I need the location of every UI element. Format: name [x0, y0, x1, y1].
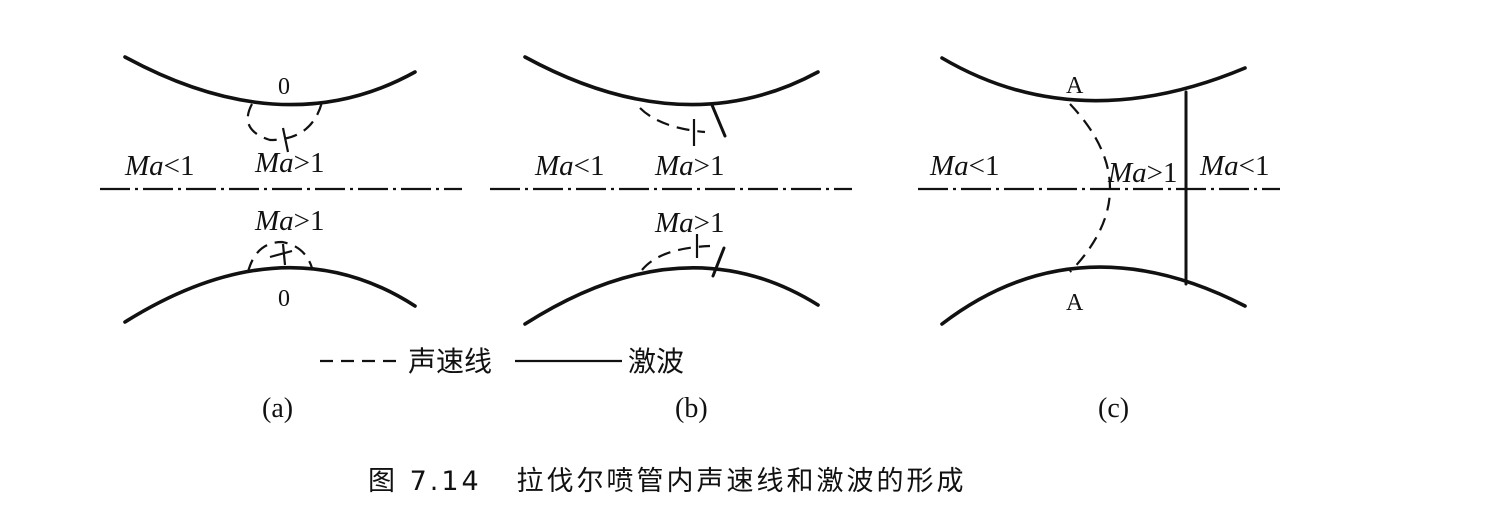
panel-a-top-point-label: 0	[278, 74, 290, 100]
panel-c-sublabel: (c)	[1098, 393, 1129, 424]
panel-a-upper-shock-mark	[281, 127, 290, 153]
panel-b-upper-wall	[523, 55, 820, 107]
legend-shock-label: 激波	[628, 345, 684, 378]
legend: 声速线 激波	[320, 345, 684, 378]
panel-c: A A Ma<1 Ma>1 Ma<1 (c)	[918, 56, 1280, 424]
panel-a-sublabel: (a)	[262, 393, 293, 424]
panel-c-region-right: Ma<1	[1199, 150, 1270, 182]
panel-b-region-lower: Ma>1	[654, 207, 725, 239]
figure-caption: 图 7.14 拉伐尔喷管内声速线和激波的形成	[368, 466, 966, 497]
panel-c-bottom-point-label: A	[1066, 290, 1084, 316]
panel-a-lower-wall	[123, 265, 417, 324]
panel-a-lower-shock-mark	[269, 243, 293, 266]
panel-a-upper-wall	[123, 55, 417, 107]
panel-c-sonic-line	[1069, 103, 1111, 273]
panel-c-region-middle: Ma>1	[1107, 157, 1178, 189]
panel-b-sublabel: (b)	[675, 393, 708, 424]
legend-sonic-line-label: 声速线	[408, 345, 492, 378]
panel-b-lower-shock	[711, 246, 726, 278]
panel-a: 0 0 Ma<1 Ma>1 Ma>1 (a)	[100, 55, 462, 424]
panel-c-top-point-label: A	[1066, 73, 1084, 99]
panel-b-lower-sonic-line	[641, 244, 711, 271]
panel-a-lower-sonic-line	[246, 240, 314, 273]
panel-b-upper-shock	[710, 103, 727, 138]
panel-c-upper-wall	[940, 56, 1247, 103]
panel-a-region-upper: Ma>1	[254, 147, 325, 179]
panel-b-region-left: Ma<1	[534, 150, 605, 182]
panel-a-region-lower: Ma>1	[254, 205, 325, 237]
panel-b: Ma<1 Ma>1 Ma>1 (b)	[490, 55, 852, 424]
panel-b-region-upper: Ma>1	[654, 150, 725, 182]
panel-c-region-left: Ma<1	[929, 150, 1000, 182]
panel-c-lower-wall	[940, 265, 1247, 326]
panel-b-upper-sonic-line	[639, 107, 706, 134]
panel-a-bottom-point-label: 0	[278, 286, 290, 312]
panel-b-lower-wall	[523, 266, 820, 326]
panel-a-region-left: Ma<1	[124, 150, 195, 182]
panel-a-upper-sonic-line	[246, 101, 324, 142]
